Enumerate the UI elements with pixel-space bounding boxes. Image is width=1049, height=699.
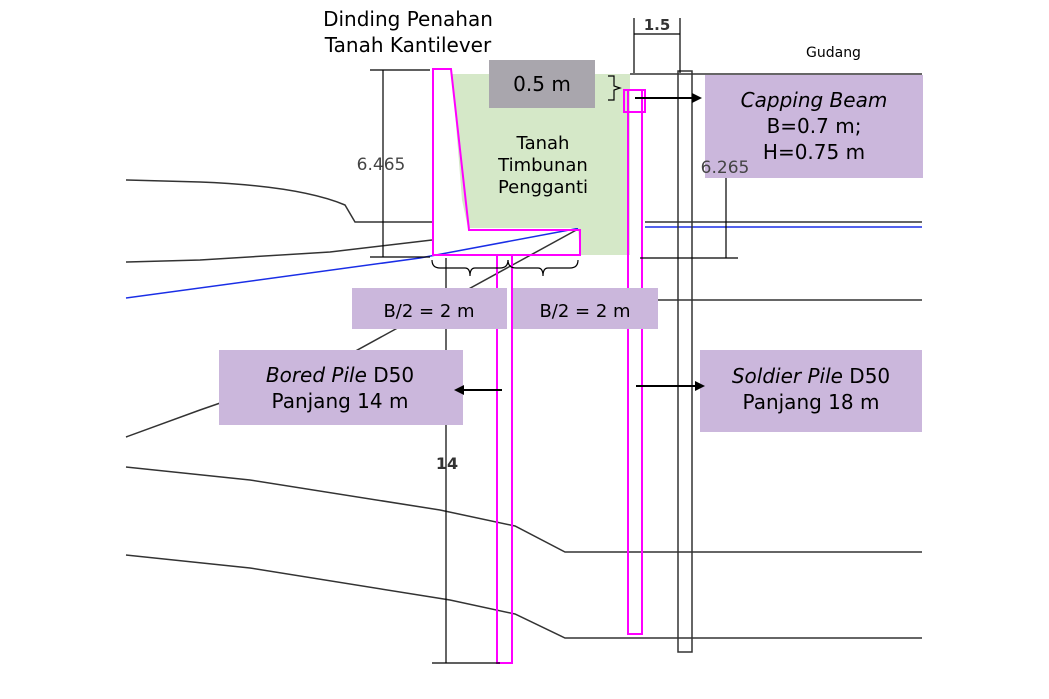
bored-pile-dia: D50 — [367, 363, 414, 387]
beam-height-dimension: 6.265 — [701, 158, 750, 178]
brace-left — [431, 259, 509, 277]
wall-height-dimension: 6.465 — [357, 155, 406, 175]
pointer-arrows — [454, 93, 705, 395]
soldier-pile-dia: D50 — [843, 364, 890, 388]
half-base-right-callout-box — [513, 288, 658, 329]
top-width-dimension: 1.5 — [644, 16, 671, 34]
offset-label: 0.5 m — [513, 72, 571, 96]
pile-depth-dimension: 14 — [436, 454, 458, 473]
title-line-2: Tanah Kantilever — [324, 33, 492, 57]
capping-beam-title: Capping Beam — [741, 88, 888, 112]
backfill-label-line-2: Timbunan — [497, 155, 588, 176]
half-base-left-callout-box — [352, 288, 507, 329]
wall-stem — [432, 68, 581, 256]
soil-boundary-1 — [125, 239, 433, 263]
capping-beam-callout-box — [705, 75, 923, 178]
half-base-left-label: B/2 = 2 m — [383, 301, 474, 322]
brace-offset — [608, 75, 622, 101]
dim-wall-height-line — [370, 69, 430, 258]
half-base-right-label: B/2 = 2 m — [539, 301, 630, 322]
capping-beam-height: H=0.75 m — [763, 140, 865, 164]
bored-pile — [496, 254, 513, 664]
soldier-pile-title: Soldier Pile D50 — [732, 364, 890, 388]
ground-surface-line — [125, 179, 432, 223]
backfill-label-line-3: Pengganti — [498, 177, 588, 198]
title-line-1: Dinding Penahan — [323, 7, 493, 31]
gudang-label: Gudang — [806, 45, 861, 61]
capping-beam — [623, 89, 646, 113]
capping-beam-width: B=0.7 m; — [767, 114, 862, 138]
bored-pile-title: Bored Pile D50 — [266, 363, 414, 387]
retaining-wall — [432, 68, 646, 664]
brace-right — [507, 259, 579, 277]
backfill-label-line-1: Tanah — [516, 133, 570, 154]
soldier-pile-name: Soldier Pile — [732, 364, 843, 388]
water-table-line-left — [125, 227, 581, 299]
soil-boundary-3 — [125, 466, 922, 553]
soldier-pile-callout-box — [700, 350, 922, 432]
bored-pile-name: Bored Pile — [266, 363, 367, 387]
dim-top-width-line — [633, 18, 681, 73]
bored-pile-length: Panjang 14 m — [272, 389, 409, 413]
bored-pile-callout-box — [219, 350, 463, 425]
soldier-pile — [677, 70, 693, 653]
backfill-soil-area — [452, 74, 630, 255]
soldier-pile-length: Panjang 18 m — [743, 390, 880, 414]
soil-boundary-4 — [125, 554, 922, 639]
offset-callout-box — [489, 60, 595, 108]
